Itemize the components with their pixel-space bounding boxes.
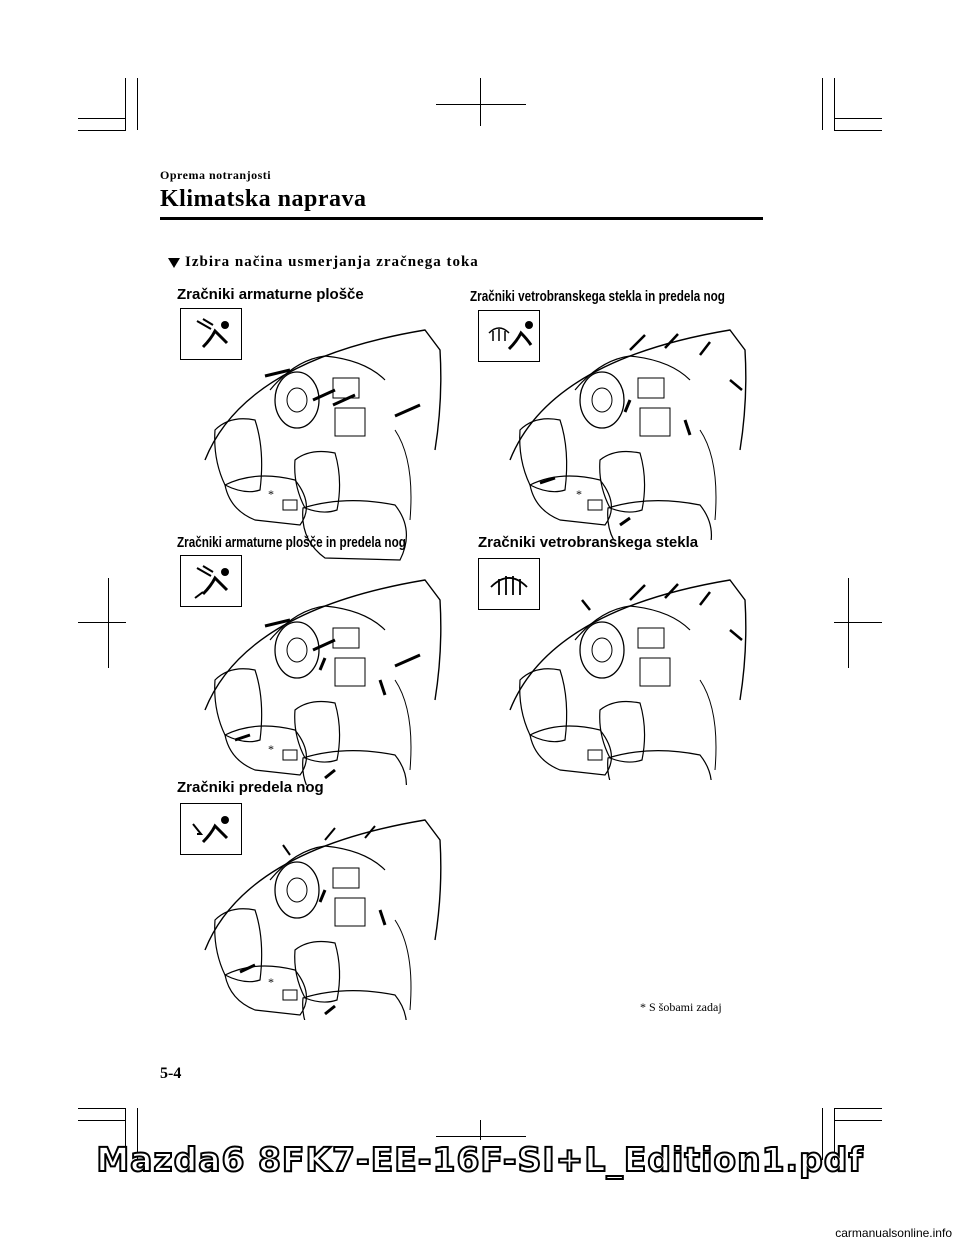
rear-vent-asterisk: *	[268, 487, 274, 501]
bi-level-icon	[180, 555, 242, 607]
mode-label-defrost: Zračniki vetrobranskega stekla	[478, 534, 699, 551]
defrost-floor-icon	[478, 310, 540, 362]
page-number: 5-4	[160, 1065, 182, 1082]
subheading-text: Izbira načina usmerjanja zračnega toka	[185, 254, 479, 270]
mode-label-bi-level: Zračniki armaturne plošče in predela nog	[177, 534, 406, 551]
illustration-bi-level	[204, 579, 442, 785]
illustration-panel	[204, 329, 442, 561]
mode-label-panel: Zračniki armaturne plošče	[177, 286, 364, 303]
illustration-defrost	[509, 579, 747, 780]
illustration-defrost-floor	[509, 329, 747, 540]
site-watermark[interactable]: carmanualsonline.info	[835, 1226, 952, 1240]
subheading: Izbira načina usmerjanja zračnega toka	[168, 254, 479, 271]
defrost-icon	[478, 558, 540, 610]
rear-vent-asterisk-4: *	[268, 975, 274, 989]
triangle-bullet-icon	[168, 257, 180, 268]
footnote: * S šobami zadaj	[640, 1000, 722, 1014]
floor-vent-icon	[180, 803, 242, 855]
watermark-filename: Mazda6 8FK7-EE-16F-SI+L_Edition1.pdf	[95, 1139, 864, 1180]
rear-vent-asterisk-2: *	[576, 487, 582, 501]
rear-vent-asterisk-3: *	[268, 742, 274, 756]
panel-vent-icon	[180, 308, 242, 360]
mode-label-floor: Zračniki predela nog	[177, 779, 324, 796]
title-rule	[160, 217, 763, 220]
section-label: Oprema notranjosti	[160, 168, 272, 182]
mode-label-defrost-floor: Zračniki vetrobranskega stekla in predel…	[470, 288, 725, 305]
chapter-title: Klimatska naprava	[160, 186, 367, 212]
illustration-floor	[204, 819, 442, 1020]
